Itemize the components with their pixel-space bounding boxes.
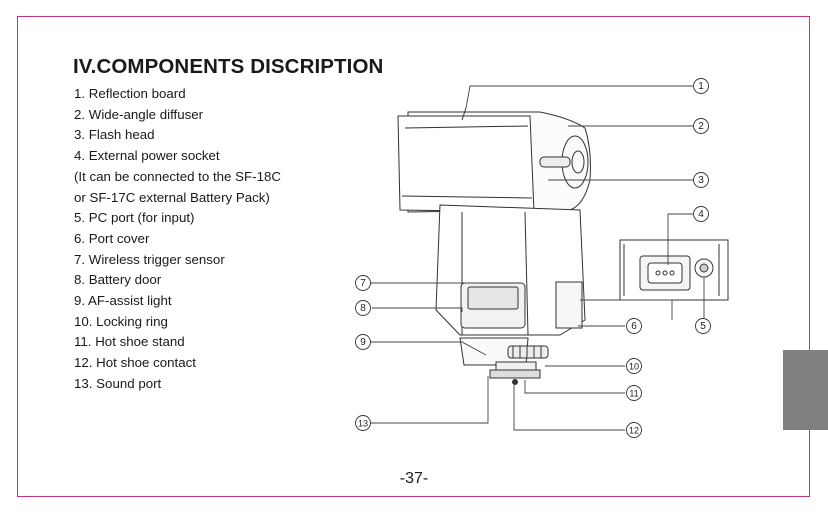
section-tab	[783, 350, 828, 430]
callout-10-icon	[626, 358, 642, 374]
callout-number: 10	[629, 362, 639, 372]
callout-5-icon	[695, 318, 711, 334]
page-border	[17, 16, 810, 497]
callout-number: 8	[360, 303, 366, 314]
callout-number: 12	[629, 426, 639, 436]
list-item: 3. Flash head	[74, 127, 155, 143]
list-item: 2. Wide-angle diffuser	[74, 106, 204, 122]
list-item: 8. Battery door	[74, 272, 162, 288]
callout-9-icon	[355, 334, 371, 350]
callout-number: 4	[698, 209, 704, 220]
list-item: 6. Port cover	[74, 230, 150, 246]
callout-2-icon	[693, 118, 709, 134]
page-number: -37-	[399, 470, 429, 487]
list-item: 4. External power socket	[74, 148, 220, 164]
callout-number: 2	[698, 121, 704, 132]
callout-number: 13	[358, 419, 368, 429]
flash-head-illustration	[397, 107, 591, 213]
callout-3-icon	[693, 172, 709, 188]
list-item: 11. Hot shoe stand	[74, 334, 185, 350]
list-item: 1. Reflection board	[74, 86, 186, 101]
list-item: 10. Locking ring	[74, 313, 168, 329]
leader-lines	[370, 85, 705, 431]
list-item: 13. Sound port	[74, 375, 162, 391]
callout-4-icon	[693, 206, 709, 222]
callout-markers	[355, 78, 711, 438]
callout-6-icon	[626, 318, 642, 334]
callout-12-icon	[626, 422, 642, 438]
callout-13-icon	[355, 415, 371, 431]
callout-number: 6	[631, 321, 637, 332]
list-item: 5. PC port (for input)	[74, 210, 195, 226]
callout-1-icon	[693, 78, 709, 94]
callout-number: 9	[360, 337, 366, 348]
list-item: or SF-17C external Battery Pack)	[74, 189, 270, 205]
hot-shoe-illustration	[489, 345, 549, 385]
page-title: IV.COMPONENTS DISCRIPTION	[73, 55, 384, 78]
list-item: (It can be connected to the SF-18C	[74, 168, 281, 184]
list-item: 9. AF-assist light	[74, 293, 172, 309]
components-list: 1. Reflection board 2. Wide-angle diffus…	[74, 84, 281, 395]
callout-7-icon	[355, 275, 371, 291]
callout-8-icon	[355, 300, 371, 316]
callout-number: 11	[629, 389, 638, 399]
list-item: 12. Hot shoe contact	[74, 355, 196, 371]
callout-11-icon	[626, 385, 642, 401]
callout-number: 5	[700, 321, 706, 332]
list-item: 7. Wireless trigger sensor	[74, 251, 225, 267]
port-inset-illustration	[619, 239, 729, 301]
callout-number: 3	[698, 175, 704, 186]
callout-number: 1	[698, 81, 704, 92]
callout-number: 7	[360, 278, 366, 289]
flash-body-illustration	[435, 204, 586, 366]
